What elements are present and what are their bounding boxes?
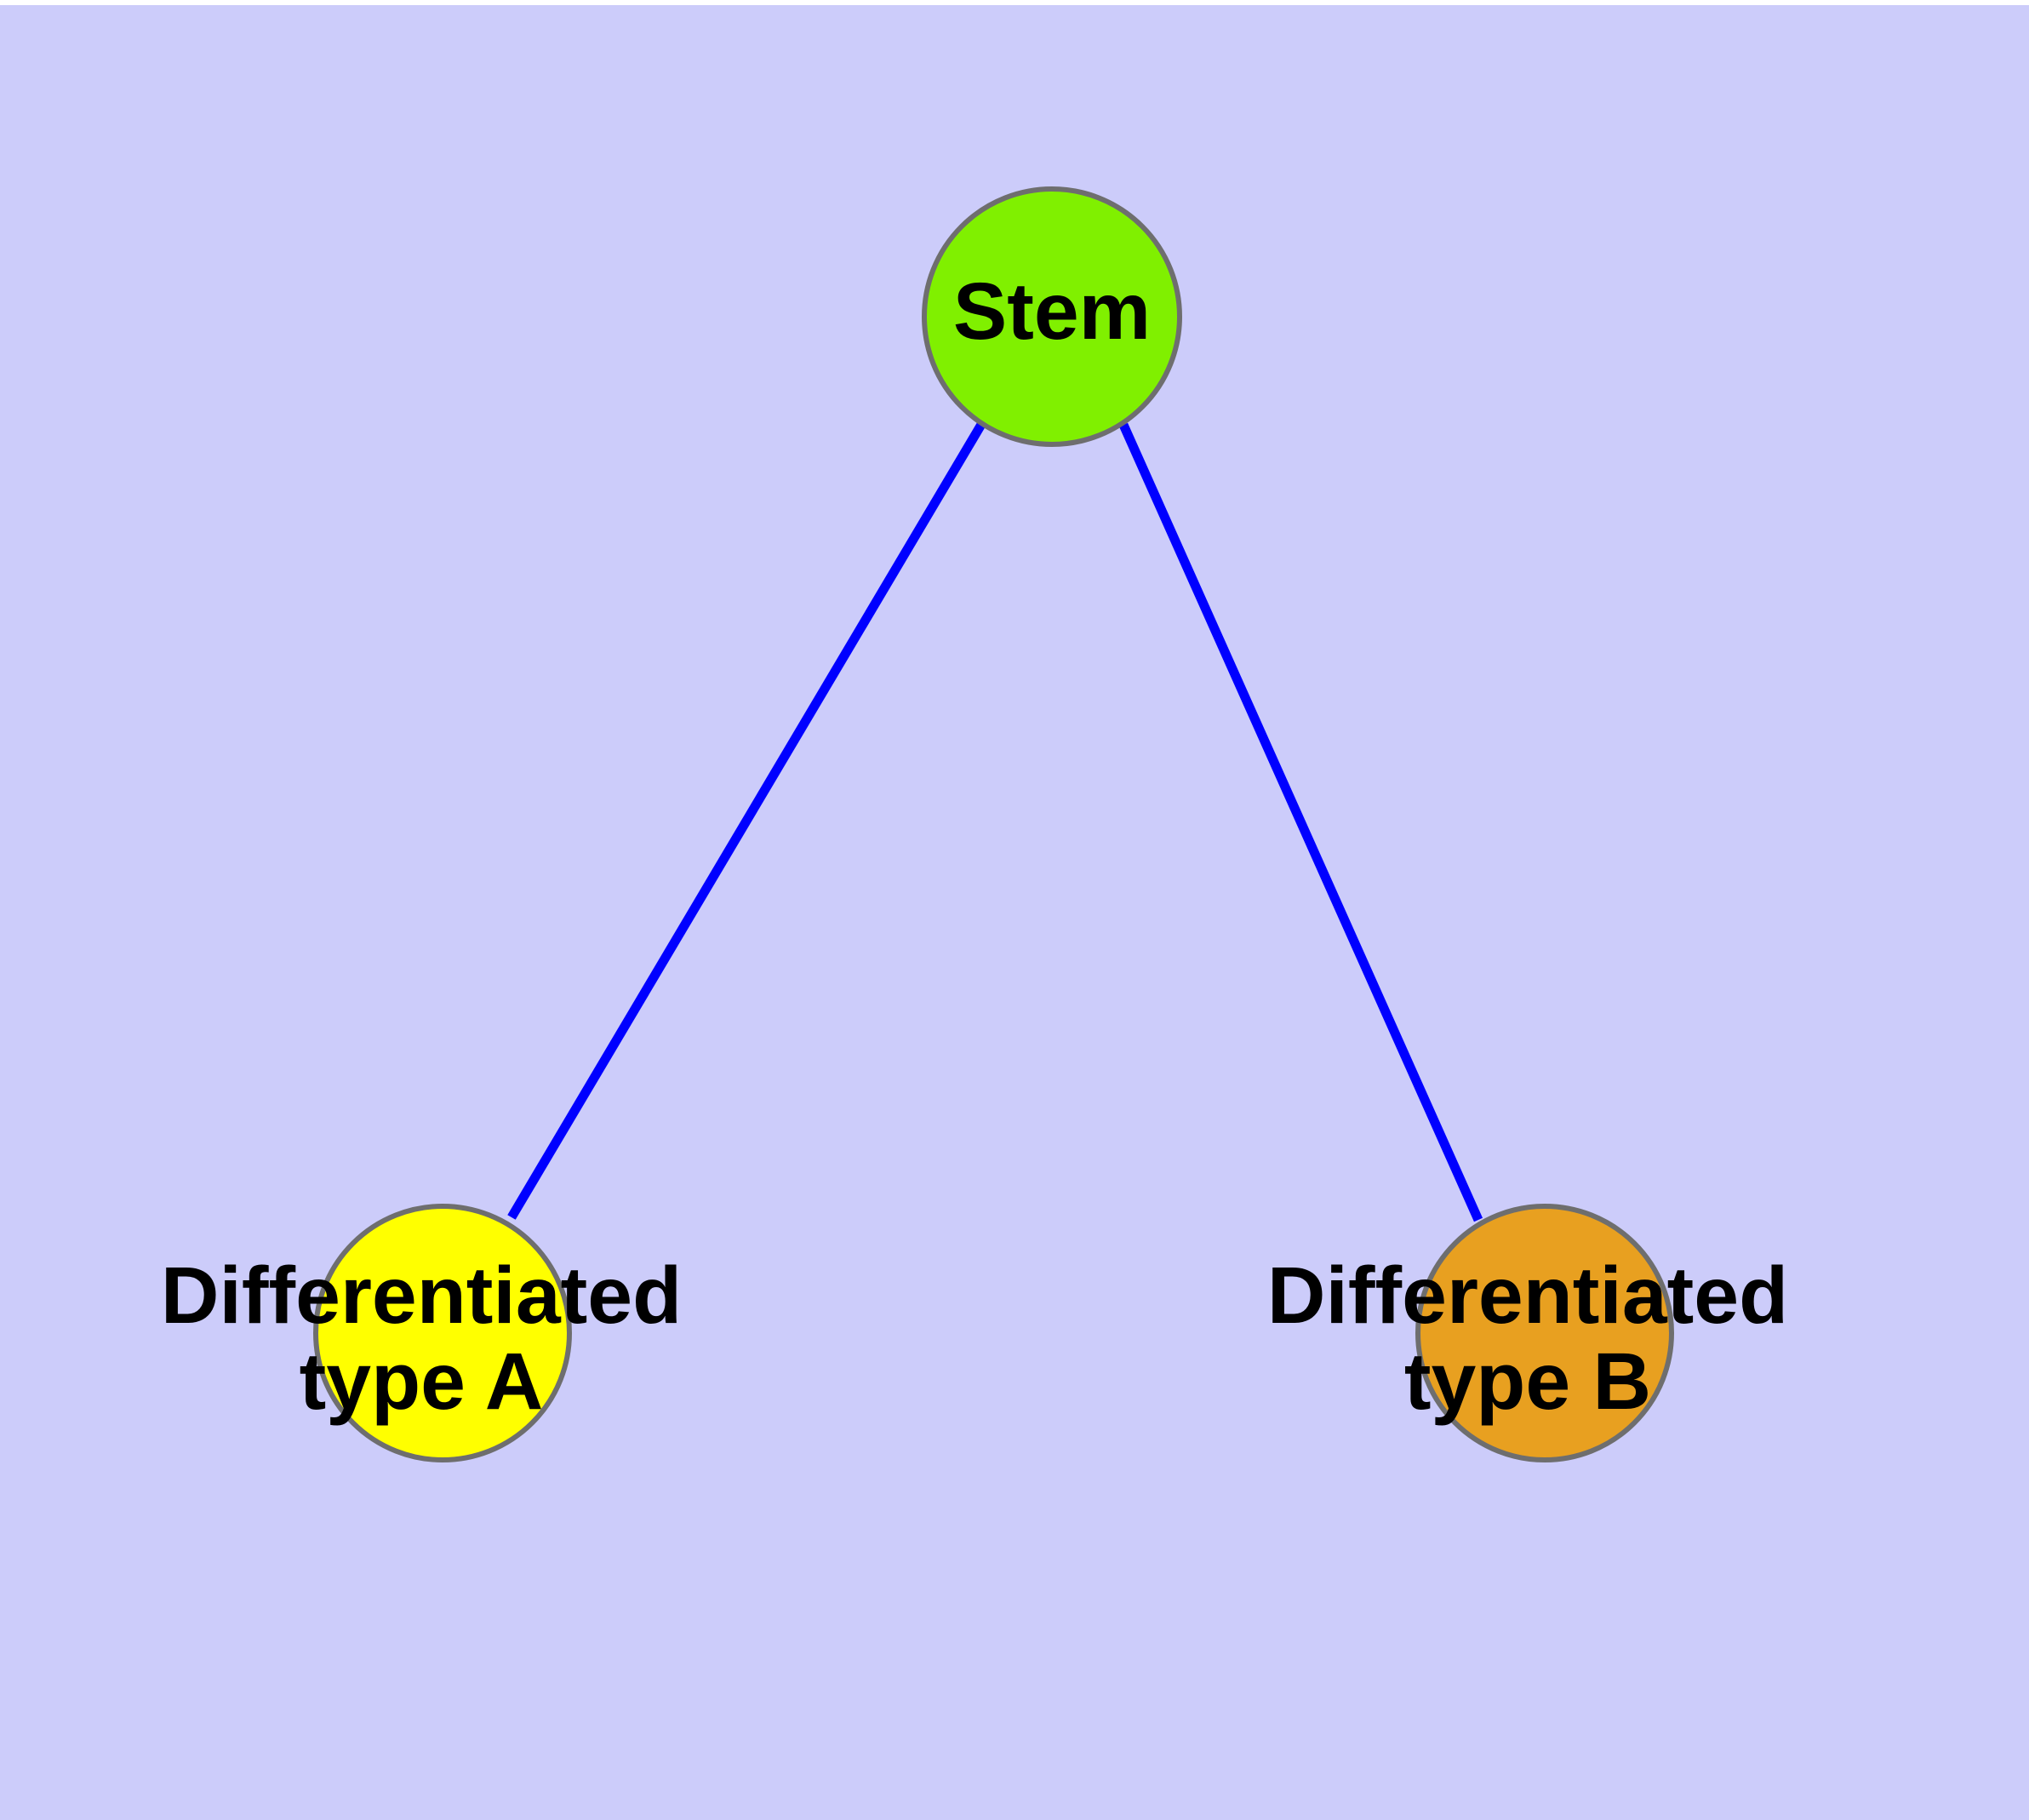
node-differentiated-type-b[interactable] [1415, 1204, 1674, 1462]
node-stem[interactable] [922, 186, 1182, 447]
edge-stem-to-differentiated-type-a[interactable] [507, 421, 986, 1220]
edge-stem-to-differentiated-type-b[interactable] [1118, 422, 1483, 1222]
edge-layer [507, 421, 1483, 1222]
canvas-top-margin [0, 0, 2029, 5]
node-differentiated-type-a[interactable] [313, 1204, 572, 1462]
node-layer [313, 186, 1674, 1462]
